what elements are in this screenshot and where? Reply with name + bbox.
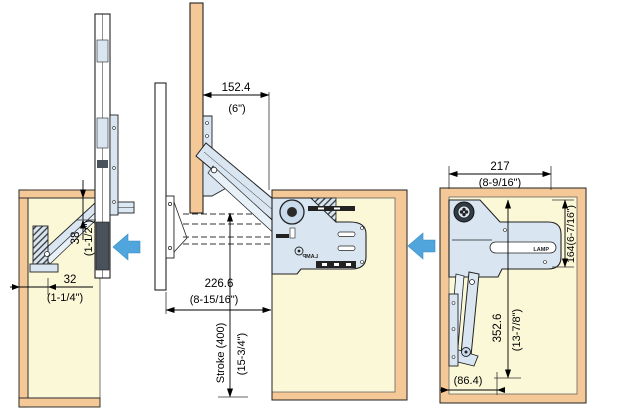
spring-hub-inner (457, 205, 471, 219)
cabinet-top-panel (18, 189, 98, 199)
door-bracket-phantom-flare (173, 201, 188, 254)
pivot-hole (44, 251, 50, 257)
dim-226-inch: (8-15/16") (190, 294, 239, 306)
screw-hole (168, 246, 172, 250)
dim-32-inch: (1-1/4") (47, 292, 83, 304)
dimension-86: (86.4) (440, 372, 505, 395)
dim-352-mm: 352.6 (492, 314, 504, 343)
dimension-352: 352.6 (13-7/8") (492, 199, 523, 379)
hub-lobe (462, 212, 466, 217)
view-door-open: 38 (1-1/2") 32 (1-1/4") (10, 13, 135, 408)
door-panel-mid (189, 2, 204, 214)
adjust-slot (289, 227, 296, 239)
catch-dark (276, 234, 289, 238)
door-lower-mechanism (95, 221, 110, 271)
arm-pivot (210, 166, 218, 174)
arm-pivot (469, 279, 475, 285)
dim-152-mm: 152.4 (222, 82, 251, 94)
slot-tick (334, 207, 340, 210)
screw-hole (451, 301, 456, 305)
door-panel-phantom (154, 82, 167, 291)
door-fitting-upper (96, 39, 109, 63)
dim-164: 164(6-7/16") (565, 205, 577, 263)
screw-hole (205, 134, 209, 138)
view-door-closed: LAMP 217 (8-9/16") (439, 161, 587, 404)
hub-lobe (464, 210, 469, 214)
door-fitting-dark (97, 160, 108, 168)
main-body-edge (32, 225, 49, 267)
dim-32-mm: 32 (64, 274, 77, 286)
cabinet-bottom-panel (18, 397, 101, 408)
dim-217-inch: (8-9/16") (479, 177, 521, 189)
door-fitting-mid (96, 117, 109, 149)
spring-hub-center (287, 207, 297, 217)
screw-hole (451, 355, 456, 359)
rack-tick (334, 263, 339, 266)
arrow-left-icon (112, 233, 141, 261)
screw-hole (112, 166, 116, 170)
screw-hole (205, 121, 209, 125)
mounting-base (29, 263, 59, 273)
arrow-left-icon (407, 232, 436, 260)
screw-hole (451, 327, 456, 331)
dim-152-inch: (6") (228, 103, 245, 115)
dimension-226: 226.6 (8-15/16") (165, 278, 272, 314)
lamp-logo-mirrored: LAMP (302, 254, 318, 260)
view-door-opening: LAMP 152.4 (6") 226.6 (8-15/16") Stroke … (154, 2, 408, 401)
dimension-217: 217 (8-9/16") (448, 161, 552, 190)
rack-tick (322, 263, 327, 266)
dim-217-mm: 217 (490, 161, 509, 173)
screw-hole (112, 200, 116, 204)
screw-hole (360, 226, 364, 230)
side-slot (337, 245, 356, 251)
dim-226-mm: 226.6 (205, 278, 234, 290)
side-slot (337, 231, 356, 237)
dim-stroke-mm: Stroke (400) (215, 323, 227, 384)
hub-lobe (459, 210, 464, 214)
screw-hole (112, 126, 116, 130)
dimension-stroke: Stroke (400) (15-3/4") (215, 212, 248, 398)
dimension-164: 164(6-7/16") (552, 199, 577, 268)
screw-hole (503, 228, 507, 232)
screw-hole (543, 260, 547, 264)
dim-38-mm: 38 (70, 232, 82, 245)
dimension-152: 152.4 (6") (202, 82, 270, 190)
dimension-32: 32 (1-1/4") (10, 274, 93, 304)
dim-352-inch: (13-7/8") (511, 309, 523, 351)
hub-lobe (462, 207, 466, 212)
screw-hole (360, 260, 364, 264)
rack-tick (346, 263, 351, 266)
cabinet-back-panel (18, 189, 29, 408)
arm-pivot-center (464, 350, 468, 354)
screw-hole (168, 202, 172, 206)
door-bracket (109, 114, 119, 216)
dim-38-inch: (1-1/2") (83, 220, 95, 256)
dim-86-mm: (86.4) (454, 375, 483, 387)
dimension-38: 38 (1-1/2") (70, 180, 96, 256)
dim-stroke-inch: (15-3/4") (236, 333, 248, 375)
slot-tick (318, 207, 324, 210)
slot-bar-dark (308, 206, 355, 211)
screw-center (297, 249, 301, 253)
lamp-logo: LAMP (533, 247, 549, 253)
